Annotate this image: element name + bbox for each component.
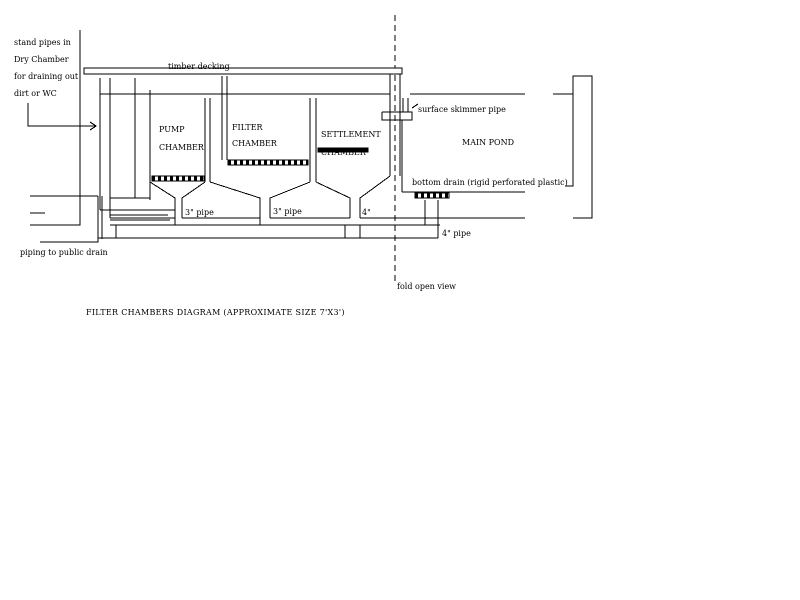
label-public-drain: piping to public drain xyxy=(20,248,108,257)
label-surface-skimmer: surface skimmer pipe xyxy=(418,105,506,114)
settlement-chamber-hopper xyxy=(315,181,351,218)
label-stand-pipes-1: stand pipes in xyxy=(14,38,71,47)
stand-pipes-arrow-head xyxy=(89,121,97,131)
label-pump-chamber-1: PUMP xyxy=(159,125,185,134)
label-pipe-3in-a: 3" pipe xyxy=(185,208,214,217)
stand-pipes-arrow-line xyxy=(27,103,95,127)
label-pipe-4in-b: 4" pipe xyxy=(442,229,471,238)
filter-chamber-hopper xyxy=(209,181,261,218)
label-pipe-3in-b: 3" pipe xyxy=(273,207,302,216)
label-settlement-chamber-2: CHAMBER xyxy=(321,148,367,157)
label-stand-pipes-3: for draining out xyxy=(14,72,79,81)
pump-chamber-hopper xyxy=(149,176,176,218)
label-filter-chamber-2: CHAMBER xyxy=(232,139,278,148)
label-main-pond: MAIN POND xyxy=(462,138,514,147)
left-outer-wall xyxy=(30,30,81,226)
bottom-drain-pipe xyxy=(424,200,439,226)
diagram-labels: stand pipes in Dry Chamber for draining … xyxy=(14,38,568,317)
label-bottom-drain: bottom drain (rigid perforated plastic) xyxy=(412,178,568,187)
label-settlement-chamber-1: SETTLEMENT xyxy=(321,130,381,139)
diagram-caption: FILTER CHAMBERS DIAGRAM (APPROXIMATE SIZ… xyxy=(86,308,345,317)
public-drain-pipe xyxy=(40,196,99,243)
label-stand-pipes-2: Dry Chamber xyxy=(14,55,69,64)
diagram-structure xyxy=(27,15,593,282)
pond-right-wall xyxy=(553,75,593,219)
timber-decking xyxy=(83,67,403,75)
skimmer-pipe-arrow xyxy=(411,103,419,109)
label-filter-chamber-1: FILTER xyxy=(232,123,264,132)
label-pump-chamber-2: CHAMBER xyxy=(159,143,205,152)
media-strips xyxy=(151,147,450,199)
filter-chamber-hopper-right xyxy=(269,181,311,218)
label-fold-open-view: fold open view xyxy=(397,282,456,291)
pond-right-wall-inner xyxy=(565,94,574,187)
label-pipe-4in-a: 4" xyxy=(362,208,371,217)
skimmer-pipe-box xyxy=(381,111,413,121)
label-stand-pipes-4: dirt or WC xyxy=(14,89,57,98)
settlement-chamber-hopper-right xyxy=(359,175,391,218)
label-timber-decking: timber decking xyxy=(168,62,230,71)
settlement-chamber-media xyxy=(317,147,369,153)
bottom-drain-media xyxy=(414,192,450,199)
pump-chamber-hopper-right xyxy=(181,181,206,218)
